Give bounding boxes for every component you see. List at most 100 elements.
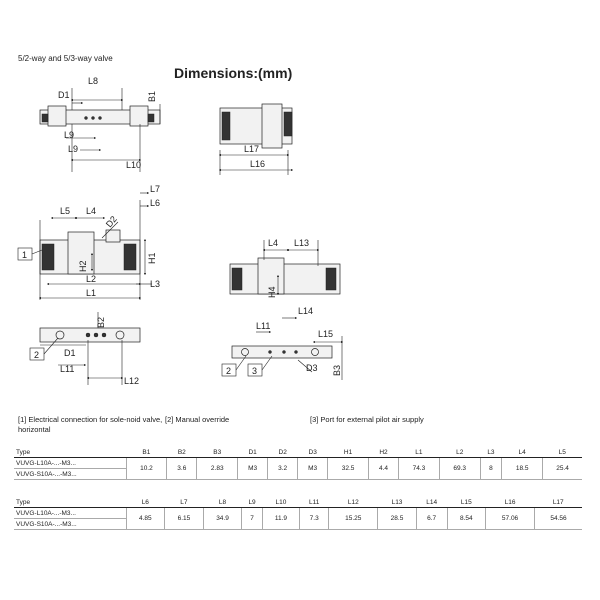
table-header: D2 — [267, 447, 298, 458]
label-D2: D2 — [104, 214, 119, 229]
label-L1: L1 — [86, 288, 96, 298]
document-subtitle: 5/2-way and 5/3-way valve — [18, 54, 113, 63]
label-L11: L11 — [60, 364, 74, 374]
label-D1: D1 — [58, 90, 70, 100]
table-header: B3 — [196, 447, 238, 458]
table-cell: 3.2 — [267, 457, 298, 480]
table-cell: 10.2 — [125, 457, 167, 480]
label-H4: H4 — [267, 286, 277, 298]
label-L17: L17 — [244, 144, 259, 154]
label-L9-b: L9 — [68, 144, 78, 154]
table-header: L13 — [377, 497, 417, 508]
front-view-drawing — [17, 191, 152, 300]
table-row: VUVG-S10A-...-M3... — [14, 518, 582, 530]
table-cell: VUVG-L10A-...-M3... — [14, 457, 126, 469]
table-cell: 28.5 — [377, 507, 417, 530]
label-L12: L12 — [124, 376, 139, 386]
table-cell: 8.54 — [446, 507, 486, 530]
label-L9-a: L9 — [64, 130, 74, 140]
table-header: L16 — [485, 497, 535, 508]
table-cell: 18.5 — [501, 457, 543, 480]
label-B1: B1 — [147, 91, 157, 102]
table-header: B1 — [126, 447, 167, 458]
document-title: Dimensions:(mm) — [174, 65, 293, 81]
table-header: H2 — [368, 447, 399, 458]
table-cell: 74.3 — [398, 457, 440, 480]
table-cell: 4.85 — [125, 507, 165, 530]
table-cell: 2.83 — [196, 457, 238, 480]
label-L8: L8 — [88, 76, 98, 86]
callout-3: 3 — [252, 366, 257, 376]
label-L7: L7 — [150, 184, 160, 194]
table-cell: 7 — [241, 507, 263, 530]
table-header: L2 — [439, 447, 481, 458]
label-L5: L5 — [60, 206, 70, 216]
table-header: L17 — [534, 497, 582, 508]
table-cell: 7.3 — [299, 507, 329, 530]
bottom-view-drawing — [29, 312, 141, 385]
table-cell: 25.4 — [542, 457, 582, 480]
label-L14: L14 — [298, 306, 313, 316]
table-row: VUVG-L10A-...-M3... 4.85 6.15 34.9 7 11.… — [14, 507, 582, 530]
callout-1: 1 — [22, 250, 27, 260]
table-cell: M3 — [297, 457, 328, 480]
table-header: D1 — [237, 447, 268, 458]
table-cell: 3.6 — [166, 457, 197, 480]
dimension-drawings: L8 D1 B1 L9 L9 L10 L17 L16 L7 L6 L5 — [17, 76, 344, 386]
table-cell: 8 — [479, 457, 502, 480]
table-header: L1 — [398, 447, 440, 458]
table-cell: 6.15 — [164, 507, 204, 530]
table-header-row: Type B1 B2 B3 D1 D2 D3 H1 H2 L1 L2 L3 L4… — [14, 447, 582, 458]
table-row: VUVG-S10A-...-M3... — [14, 468, 582, 480]
table-header: L7 — [164, 497, 204, 508]
table-cell: VUVG-S10A-...-M3... — [14, 468, 126, 480]
table-cell: 69.3 — [438, 457, 481, 480]
table-header: L14 — [416, 497, 448, 508]
table-header: L5 — [542, 447, 582, 458]
label-B3: B3 — [332, 365, 342, 376]
dimension-table-1: Type B1 B2 B3 D1 D2 D3 H1 H2 L1 L2 L3 L4… — [14, 447, 582, 480]
table-header: Type — [14, 447, 126, 458]
label-D3: D3 — [306, 363, 318, 373]
label-L4: L4 — [86, 206, 96, 216]
table-header: L12 — [328, 497, 378, 508]
label-L15: L15 — [318, 329, 333, 339]
table-header: L6 — [126, 497, 165, 508]
footnote-electrical: [1] Electrical connection for sole-noid … — [18, 415, 163, 434]
table-header: L15 — [447, 497, 486, 508]
label-H2: H2 — [78, 260, 88, 272]
table-header: L11 — [299, 497, 329, 508]
end-view-drawing — [218, 103, 294, 175]
label-L11-side: L11 — [256, 321, 270, 331]
table-header: L3 — [480, 447, 502, 458]
label-D1-bottom: D1 — [64, 348, 76, 358]
table-cell: 6.7 — [415, 507, 448, 530]
table-header: D3 — [297, 447, 328, 458]
table-cell: VUVG-S10A-...-M3... — [14, 518, 126, 530]
table-header: B2 — [166, 447, 197, 458]
table-cell: VUVG-L10A-...-M3... — [14, 507, 126, 519]
dimension-table-2: Type L6 L7 L8 L9 L10 L11 L12 L13 L14 L15… — [14, 497, 582, 530]
label-L4-side: L4 — [268, 238, 278, 248]
table-cell: 11.9 — [261, 507, 300, 530]
footnote-pilot-air: [3] Port for external pilot air supply — [310, 415, 424, 424]
callout-2: 2 — [34, 350, 39, 360]
label-B2: B2 — [96, 317, 106, 328]
label-L6: L6 — [150, 198, 160, 208]
table-row: VUVG-L10A-...-M3... 10.2 3.6 2.83 M3 3.2… — [14, 457, 582, 480]
callout-2-side: 2 — [226, 366, 231, 376]
table-cell: 57.06 — [485, 507, 535, 530]
table-cell: 34.9 — [202, 507, 242, 530]
label-L16: L16 — [250, 159, 265, 169]
table-cell: 32.5 — [327, 457, 369, 480]
table-header: L4 — [501, 447, 543, 458]
table-header: Type — [14, 497, 126, 508]
label-L2: L2 — [86, 274, 96, 284]
table-cell: 15.25 — [328, 507, 378, 530]
top-view-drawing — [39, 88, 161, 172]
table-header: L10 — [262, 497, 300, 508]
label-L13: L13 — [294, 238, 309, 248]
label-L3: L3 — [150, 279, 160, 289]
table-header-row: Type L6 L7 L8 L9 L10 L11 L12 L13 L14 L15… — [14, 497, 582, 508]
table-cell: 4.4 — [367, 457, 399, 480]
